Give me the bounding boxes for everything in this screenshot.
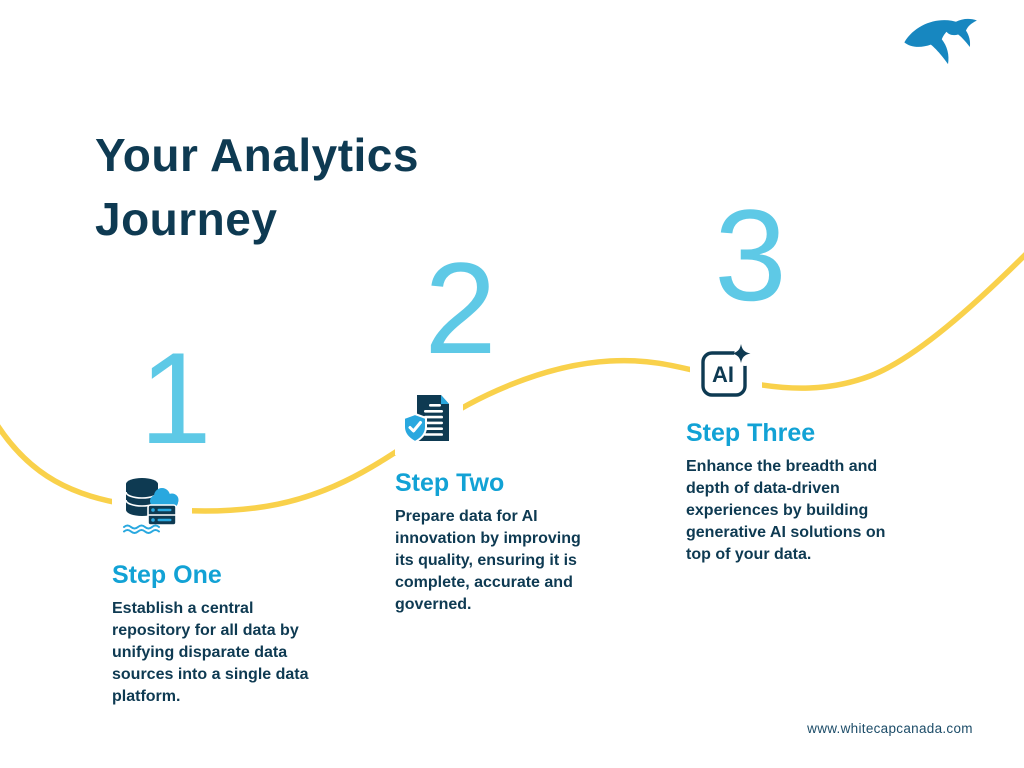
step-two-heading: Step Two (395, 469, 505, 497)
body-line: its quality, ensuring it is (395, 552, 577, 569)
body-line: top of your data. (686, 546, 812, 563)
body-line: Establish a central (112, 600, 254, 617)
step-two-body: Prepare data for AI innovation by improv… (395, 506, 610, 616)
page-title: Your Analytics Journey (95, 123, 419, 251)
title-line-1: Your Analytics (95, 128, 419, 181)
step-one-heading: Step One (112, 561, 222, 589)
step-one-body: Establish a central repository for all d… (112, 598, 337, 708)
body-line: generative AI solutions on (686, 524, 886, 541)
step-three-section: AI Step Three Enhance the breadth and de… (686, 340, 911, 566)
data-platform-icon (123, 478, 179, 534)
document-shield-icon (403, 395, 449, 443)
body-line: experiences by building (686, 502, 869, 519)
step-three-icon-box: AI (690, 340, 762, 407)
body-line: Prepare data for AI (395, 508, 538, 525)
step-one-section: Step One Establish a central repository … (112, 472, 337, 708)
footer-url: www.whitecapcanada.com (807, 721, 973, 736)
body-line: complete, accurate and (395, 574, 573, 591)
step-two-number: 2 (424, 235, 497, 381)
ai-sparkle-icon: AI (701, 344, 756, 397)
step-three-heading: Step Three (686, 419, 816, 447)
step-two-icon-box (395, 390, 463, 455)
body-line: unifying disparate data (112, 644, 288, 661)
step-three-number: 3 (714, 182, 787, 328)
ai-icon-label: AI (712, 362, 734, 387)
step-one-icon-box (112, 472, 192, 543)
title-line-2: Journey (95, 192, 278, 245)
body-line: innovation by improving (395, 530, 581, 547)
step-three-body: Enhance the breadth and depth of data-dr… (686, 456, 911, 566)
step-one-number: 1 (139, 325, 212, 471)
body-line: platform. (112, 688, 181, 705)
body-line: depth of data-driven (686, 480, 840, 497)
whitecap-canada-logo-icon (904, 18, 977, 65)
body-line: Enhance the breadth and (686, 458, 878, 475)
body-line: repository for all data by (112, 622, 299, 639)
step-two-section: Step Two Prepare data for AI innovation … (395, 390, 610, 616)
body-line: sources into a single data (112, 666, 309, 683)
body-line: governed. (395, 596, 472, 613)
